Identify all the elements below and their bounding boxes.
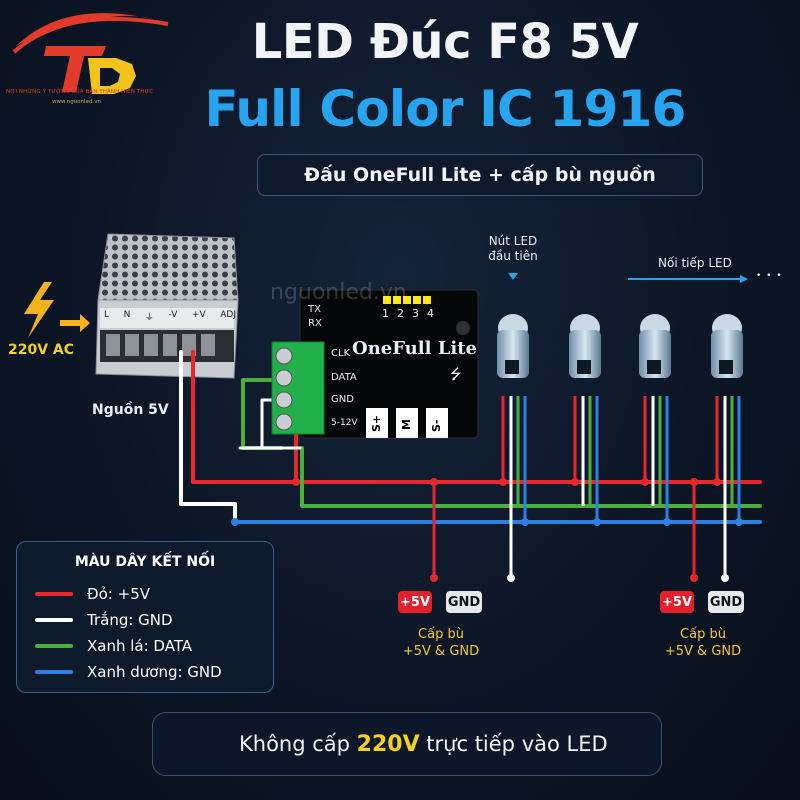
logo-url: www.nguonled.vn [52, 99, 101, 105]
warning-prefix: Không cấp [239, 731, 357, 756]
series-led-label: Nối tiếp LED [658, 256, 732, 270]
page-title-secondary: Full Color IC 1916 [204, 80, 686, 138]
arrow-right-icon [740, 275, 748, 283]
pin-clk: CLK [331, 348, 351, 359]
lightning-icon [24, 282, 54, 338]
feed-1-note: Cấp bù +5V & GND [402, 627, 480, 659]
controller-ports: 1 2 3 4 [382, 307, 434, 320]
arrow-down-icon [508, 273, 518, 280]
onefull-controller [299, 289, 479, 439]
ps-terminal-neg: -V [168, 310, 178, 320]
ps-terminal-adj: ADJ [220, 310, 236, 320]
port-4: 4 [427, 307, 434, 320]
led-node-1 [497, 314, 529, 578]
led-node-3 [639, 314, 671, 522]
first-led-label: Nút LED đầu tiên [488, 234, 538, 263]
controller-rx: RX [308, 318, 322, 329]
warning-voltage: 220V [356, 731, 420, 757]
brand-logo [12, 13, 169, 94]
red-swatch [35, 592, 73, 596]
ac-input-label: 220V AC [8, 342, 75, 358]
feed-2-plus-tag: +5V [660, 591, 694, 613]
subtitle: Đấu OneFull Lite + cấp bù nguồn [304, 164, 656, 186]
pin-m: M [400, 419, 413, 430]
feed-1-plus-tag: +5V [398, 591, 432, 613]
legend-item-blue: Xanh dương: GND [35, 662, 222, 682]
warning-banner: Không cấp 220V trực tiếp vào LED [152, 712, 662, 776]
legend-label: Xanh lá: DATA [87, 637, 193, 655]
port-3: 3 [412, 307, 419, 320]
blue-swatch [35, 670, 73, 674]
usb-icon: ⭍ [450, 367, 462, 383]
pin-s-minus: S- [430, 419, 443, 433]
terminal-block [271, 341, 325, 435]
led-node-2 [569, 314, 601, 522]
warning-text: Không cấp 220V trực tiếp vào LED [239, 732, 608, 757]
legend-label: Trắng: GND [87, 611, 173, 629]
feed-2-note: Cấp bù +5V & GND [664, 627, 742, 659]
led-node-4 [711, 314, 743, 578]
feed-1-gnd-tag: GND [446, 591, 482, 613]
controller-tx: TX [308, 304, 321, 315]
pin-power: 5-12V [331, 418, 358, 428]
controller-name: OneFull Lite [352, 338, 477, 359]
wire-color-legend: MÀU DÂY KẾT NỐI Đỏ: +5V Trắng: GND Xanh … [16, 541, 274, 693]
logo-tagline: NƠI NHỮNG Ý TƯỞNG CỦA BẠN THÀNH HIỆN THỰ… [6, 89, 154, 95]
white-swatch [35, 618, 73, 622]
pin-gnd: GND [331, 394, 354, 405]
subtitle-box: Đấu OneFull Lite + cấp bù nguồn [257, 154, 703, 196]
ps-terminal-l: L [104, 310, 110, 320]
feed-2-gnd-tag: GND [708, 591, 744, 613]
power-supply [95, 233, 239, 379]
pin-data: DATA [331, 372, 357, 383]
legend-label: Đỏ: +5V [87, 585, 150, 603]
port-2: 2 [397, 307, 404, 320]
series-ellipsis: • • • [756, 271, 783, 281]
page-title: LED Đúc F8 5V [251, 14, 639, 70]
pin-s-plus: S+ [370, 414, 383, 432]
ps-terminal-pos: +V [191, 310, 206, 320]
legend-item-red: Đỏ: +5V [35, 584, 150, 604]
ps-terminal-n: N [123, 310, 131, 320]
legend-item-white: Trắng: GND [35, 610, 173, 630]
ps-terminal-labels: L N ⏚ -V +V ADJ [104, 310, 236, 323]
legend-label: Xanh dương: GND [87, 663, 222, 681]
power-supply-label: Nguồn 5V [92, 402, 169, 418]
port-1: 1 [382, 307, 389, 320]
arrow-right-icon [60, 314, 90, 332]
legend-item-green: Xanh lá: DATA [35, 636, 192, 656]
warning-suffix: trực tiếp vào LED [419, 731, 608, 756]
ps-terminal-earth: ⏚ [144, 313, 154, 323]
watermark: nguonled.vn [270, 280, 407, 305]
green-swatch [35, 644, 73, 648]
legend-title: MÀU DÂY KẾT NỐI [74, 554, 216, 570]
